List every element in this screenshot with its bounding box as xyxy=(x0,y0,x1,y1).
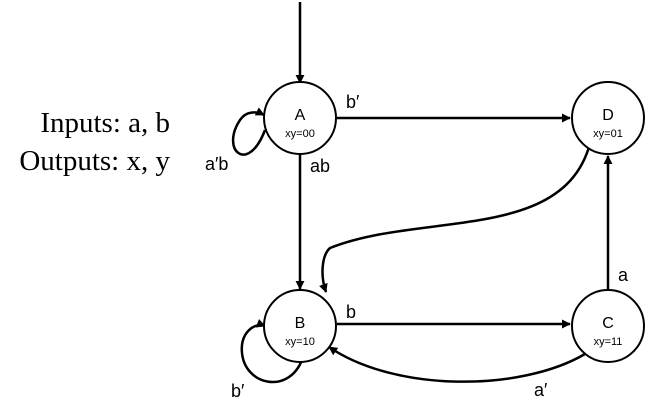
state-c-circle xyxy=(571,289,645,363)
state-d-node: D xy=01 xyxy=(571,81,645,155)
transition-c-to-b-arrow xyxy=(328,345,586,383)
label-c-to-b: a′ xyxy=(534,380,548,400)
state-b-name: B xyxy=(295,315,306,332)
outputs-label: Outputs: x, y xyxy=(19,145,170,177)
transition-b-self-loop xyxy=(240,319,304,384)
state-b-circle xyxy=(263,289,337,363)
inputs-label: Inputs: a, b xyxy=(40,107,170,139)
state-d-output: xy=01 xyxy=(593,128,623,140)
state-c-node: C xy=11 xyxy=(571,289,645,363)
state-d-circle xyxy=(571,81,645,155)
label-a-self: a′b xyxy=(205,154,228,174)
state-a-output: xy=00 xyxy=(285,128,315,140)
state-c-name: C xyxy=(602,315,614,332)
state-a-circle xyxy=(263,81,337,155)
label-b-to-c: b xyxy=(346,302,356,322)
state-a-node: A xy=00 xyxy=(263,81,337,155)
label-b-self: b′ xyxy=(231,381,245,401)
transition-d-to-b-arrow xyxy=(319,146,591,293)
label-a-to-d: b′ xyxy=(346,92,360,112)
transition-a-self-loop xyxy=(231,107,267,156)
state-b-output: xy=10 xyxy=(285,336,315,348)
state-a-name: A xyxy=(295,107,306,124)
label-c-to-d: a xyxy=(618,265,629,285)
state-d-name: D xyxy=(602,107,614,124)
state-c-output: xy=11 xyxy=(594,336,623,348)
state-b-node: B xy=10 xyxy=(263,289,337,363)
label-a-to-b: ab xyxy=(310,156,330,176)
